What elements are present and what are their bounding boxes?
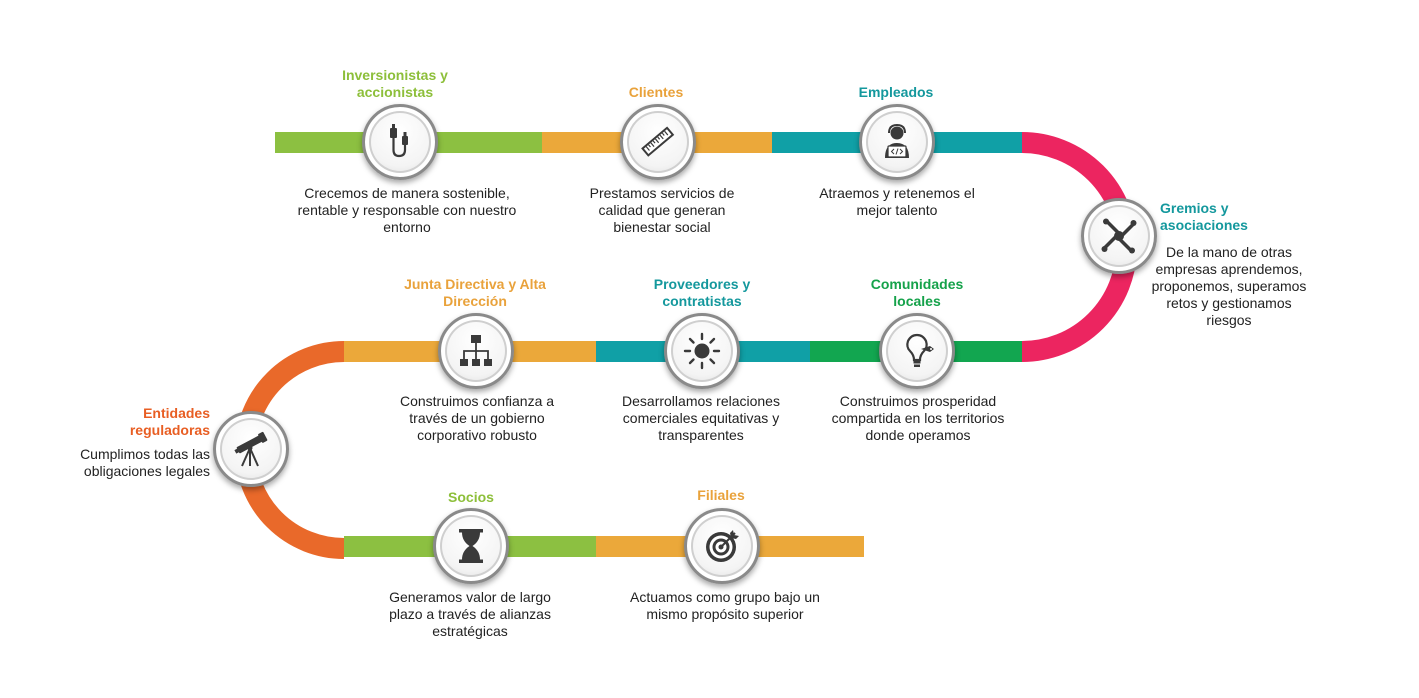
stakeholder-desc-entidades: Cumplimos todas las obligaciones legales [80, 446, 210, 479]
stakeholder-title-inversionistas: Inversionistas y accionistas [342, 67, 448, 100]
stakeholder-desc-gremios: De la mano de otras empresas aprendemos,… [1151, 244, 1307, 328]
usb-cable-icon [390, 124, 408, 158]
stakeholder-node-socios [433, 508, 509, 584]
stakeholder-node-proveedores [664, 313, 740, 389]
developer-icon [885, 123, 909, 158]
sun-icon [683, 332, 721, 370]
stakeholder-title-clientes: Clientes [628, 84, 684, 100]
stakeholder-desc-empleados: Atraemos y retenemos el mejor talento [819, 185, 975, 218]
stakeholder-title-junta: Junta Directiva y Alta Dirección [404, 276, 546, 309]
ruler-icon [641, 126, 675, 157]
stakeholder-node-filiales [684, 508, 760, 584]
stakeholder-desc-proveedores: Desarrollamos relaciones comerciales equ… [622, 393, 780, 443]
stakeholder-node-empleados [859, 104, 935, 180]
telescope-icon [234, 431, 268, 467]
stakeholder-node-clientes [620, 104, 696, 180]
stakeholder-node-entidades [213, 411, 289, 487]
lightbulb-icon [906, 333, 934, 367]
stakeholder-node-comunidades [879, 313, 955, 389]
stakeholder-title-entidades: Entidades reguladoras [129, 405, 210, 438]
stakeholder-desc-clientes: Prestamos servicios de calidad que gener… [589, 185, 735, 235]
stakeholder-node-junta [438, 313, 514, 389]
stakeholder-desc-junta: Construimos confianza a través de un gob… [399, 393, 555, 443]
hourglass-icon [459, 529, 483, 563]
stakeholder-title-empleados: Empleados [858, 84, 934, 100]
joined-hands-icon [1101, 218, 1137, 254]
stakeholder-desc-socios: Generamos valor de largo plazo a través … [389, 589, 551, 639]
stakeholder-title-socios: Socios [448, 489, 494, 505]
stakeholder-node-inversionistas [362, 104, 438, 180]
stakeholder-desc-inversionistas: Crecemos de manera sostenible, rentable … [297, 185, 517, 235]
target-icon [706, 530, 739, 562]
stakeholder-title-comunidades: Comunidades locales [870, 276, 964, 309]
stakeholder-desc-comunidades: Construimos prosperidad compartida en lo… [831, 393, 1005, 443]
stakeholder-title-gremios: Gremios y asociaciones [1160, 200, 1248, 233]
org-chart-icon [460, 335, 492, 366]
stakeholder-node-gremios [1081, 198, 1157, 274]
stakeholder-title-filiales: Filiales [697, 487, 745, 503]
stakeholder-title-proveedores: Proveedores y contratistas [653, 276, 751, 309]
stakeholder-desc-filiales: Actuamos como grupo bajo un mismo propós… [630, 589, 820, 622]
